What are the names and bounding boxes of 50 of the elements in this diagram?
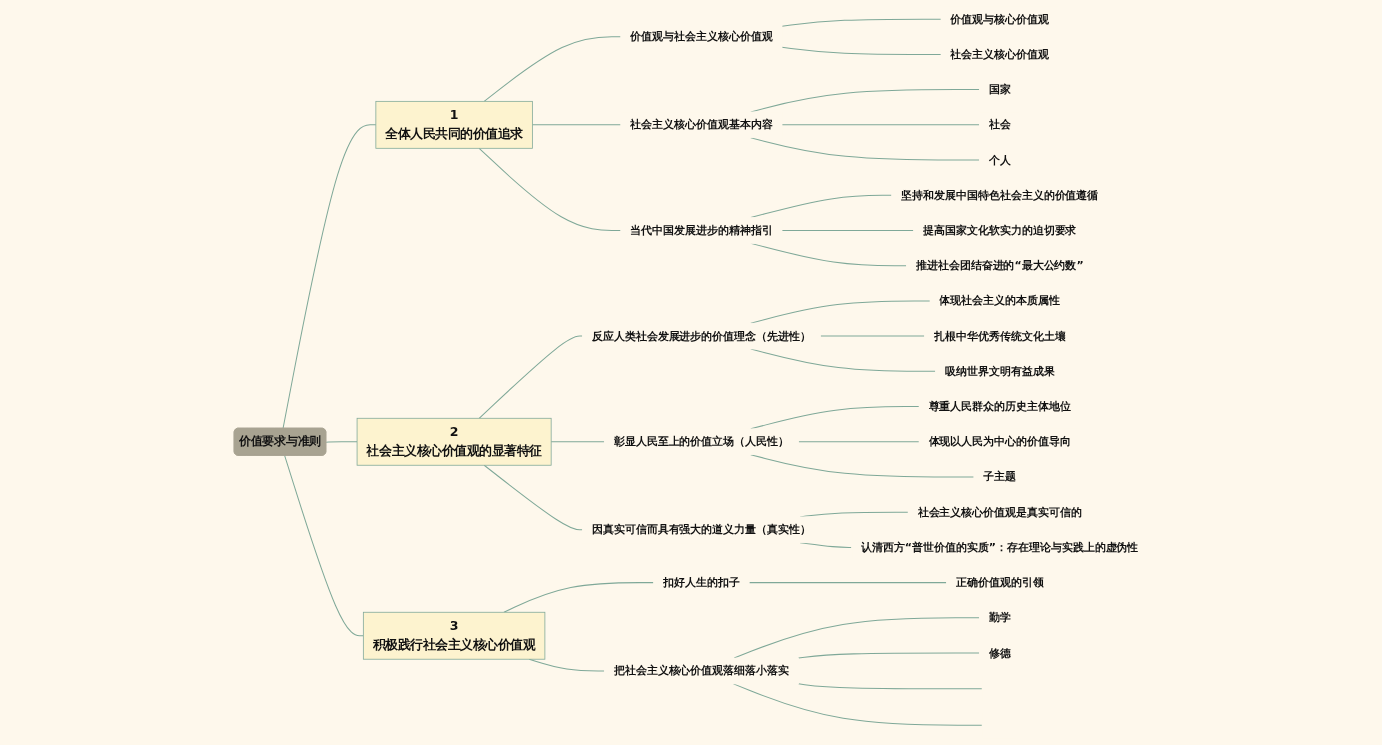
connector: [478, 147, 622, 231]
connector: [781, 46, 942, 55]
connector: [748, 582, 947, 584]
node-text: 国家: [988, 82, 1011, 96]
connector: [733, 617, 980, 659]
connector: [531, 124, 622, 126]
node-text: 修德: [988, 646, 1011, 659]
node-text: 社会主义核心价值观是真实可信的: [917, 505, 1082, 519]
connector: [282, 124, 377, 430]
connector: [781, 124, 980, 126]
node-text: 把社会主义核心价值观落细落小落实: [613, 664, 790, 677]
node-box: 2 社会主义核心价值观的显著特征: [356, 417, 552, 466]
node-text: 坚持和发展中国特色社会主义的价值遵循: [901, 188, 1099, 202]
node-text: 子主题: [983, 470, 1017, 483]
connector: [781, 18, 942, 27]
node-text: 体现以人民为中心的价值导向: [928, 435, 1071, 448]
node-box: 3 积极践行社会主义核心价值观: [362, 611, 546, 660]
connector: [797, 652, 980, 659]
node-text: 因真实可信而具有强大的道义力量（真实性）: [591, 523, 811, 536]
node-text: 正确价值观的引领: [955, 575, 1044, 589]
node-text: 反应人类社会发展进步的价值理念（先进性）: [591, 329, 811, 342]
connector: [781, 229, 915, 231]
connector: [819, 335, 926, 337]
connector: [503, 582, 655, 613]
node-text: 当代中国发展进步的精神指引: [630, 223, 773, 237]
node-text: 社会主义核心价值观基本内容: [630, 118, 773, 131]
node-text: 勤学: [988, 611, 1011, 624]
connector: [483, 36, 622, 102]
node-text: 提高国家文化软实力的迫切要求: [923, 223, 1077, 237]
connector: [284, 455, 364, 637]
node-box: 1 全体人民共同的价值追求: [375, 100, 533, 149]
node-text: 个人: [988, 153, 1011, 166]
node-text: 扎根中华优秀传统文化土壤: [933, 329, 1066, 342]
node-text: 推进社会团结奋进的“最大公约数”: [915, 259, 1084, 272]
node-text: 认清西方“普世价值的实质”：存在理论与实践上的虚伪性: [861, 540, 1139, 554]
node-text: 社会: [988, 118, 1011, 131]
node-text: 价值观与核心价值观: [950, 12, 1050, 26]
node-text: 扣好人生的扣子: [663, 575, 740, 589]
connector: [325, 441, 358, 443]
node-text: 尊重人民群众的历史主体地位: [928, 399, 1071, 413]
connector: [478, 335, 583, 419]
connector: [797, 441, 920, 443]
node-text: 价值观与社会主义核心价值观: [630, 30, 773, 43]
node-text: 体现社会主义的本质属性: [939, 294, 1060, 307]
node-text: 彰显人民至上的价值立场（人民性）: [613, 435, 790, 448]
connector: [483, 464, 583, 531]
connector: [550, 441, 605, 443]
node-text: 社会主义核心价值观: [950, 47, 1050, 61]
connector: [797, 683, 983, 690]
node-text: 吸纳世界文明有益成果: [944, 364, 1055, 378]
